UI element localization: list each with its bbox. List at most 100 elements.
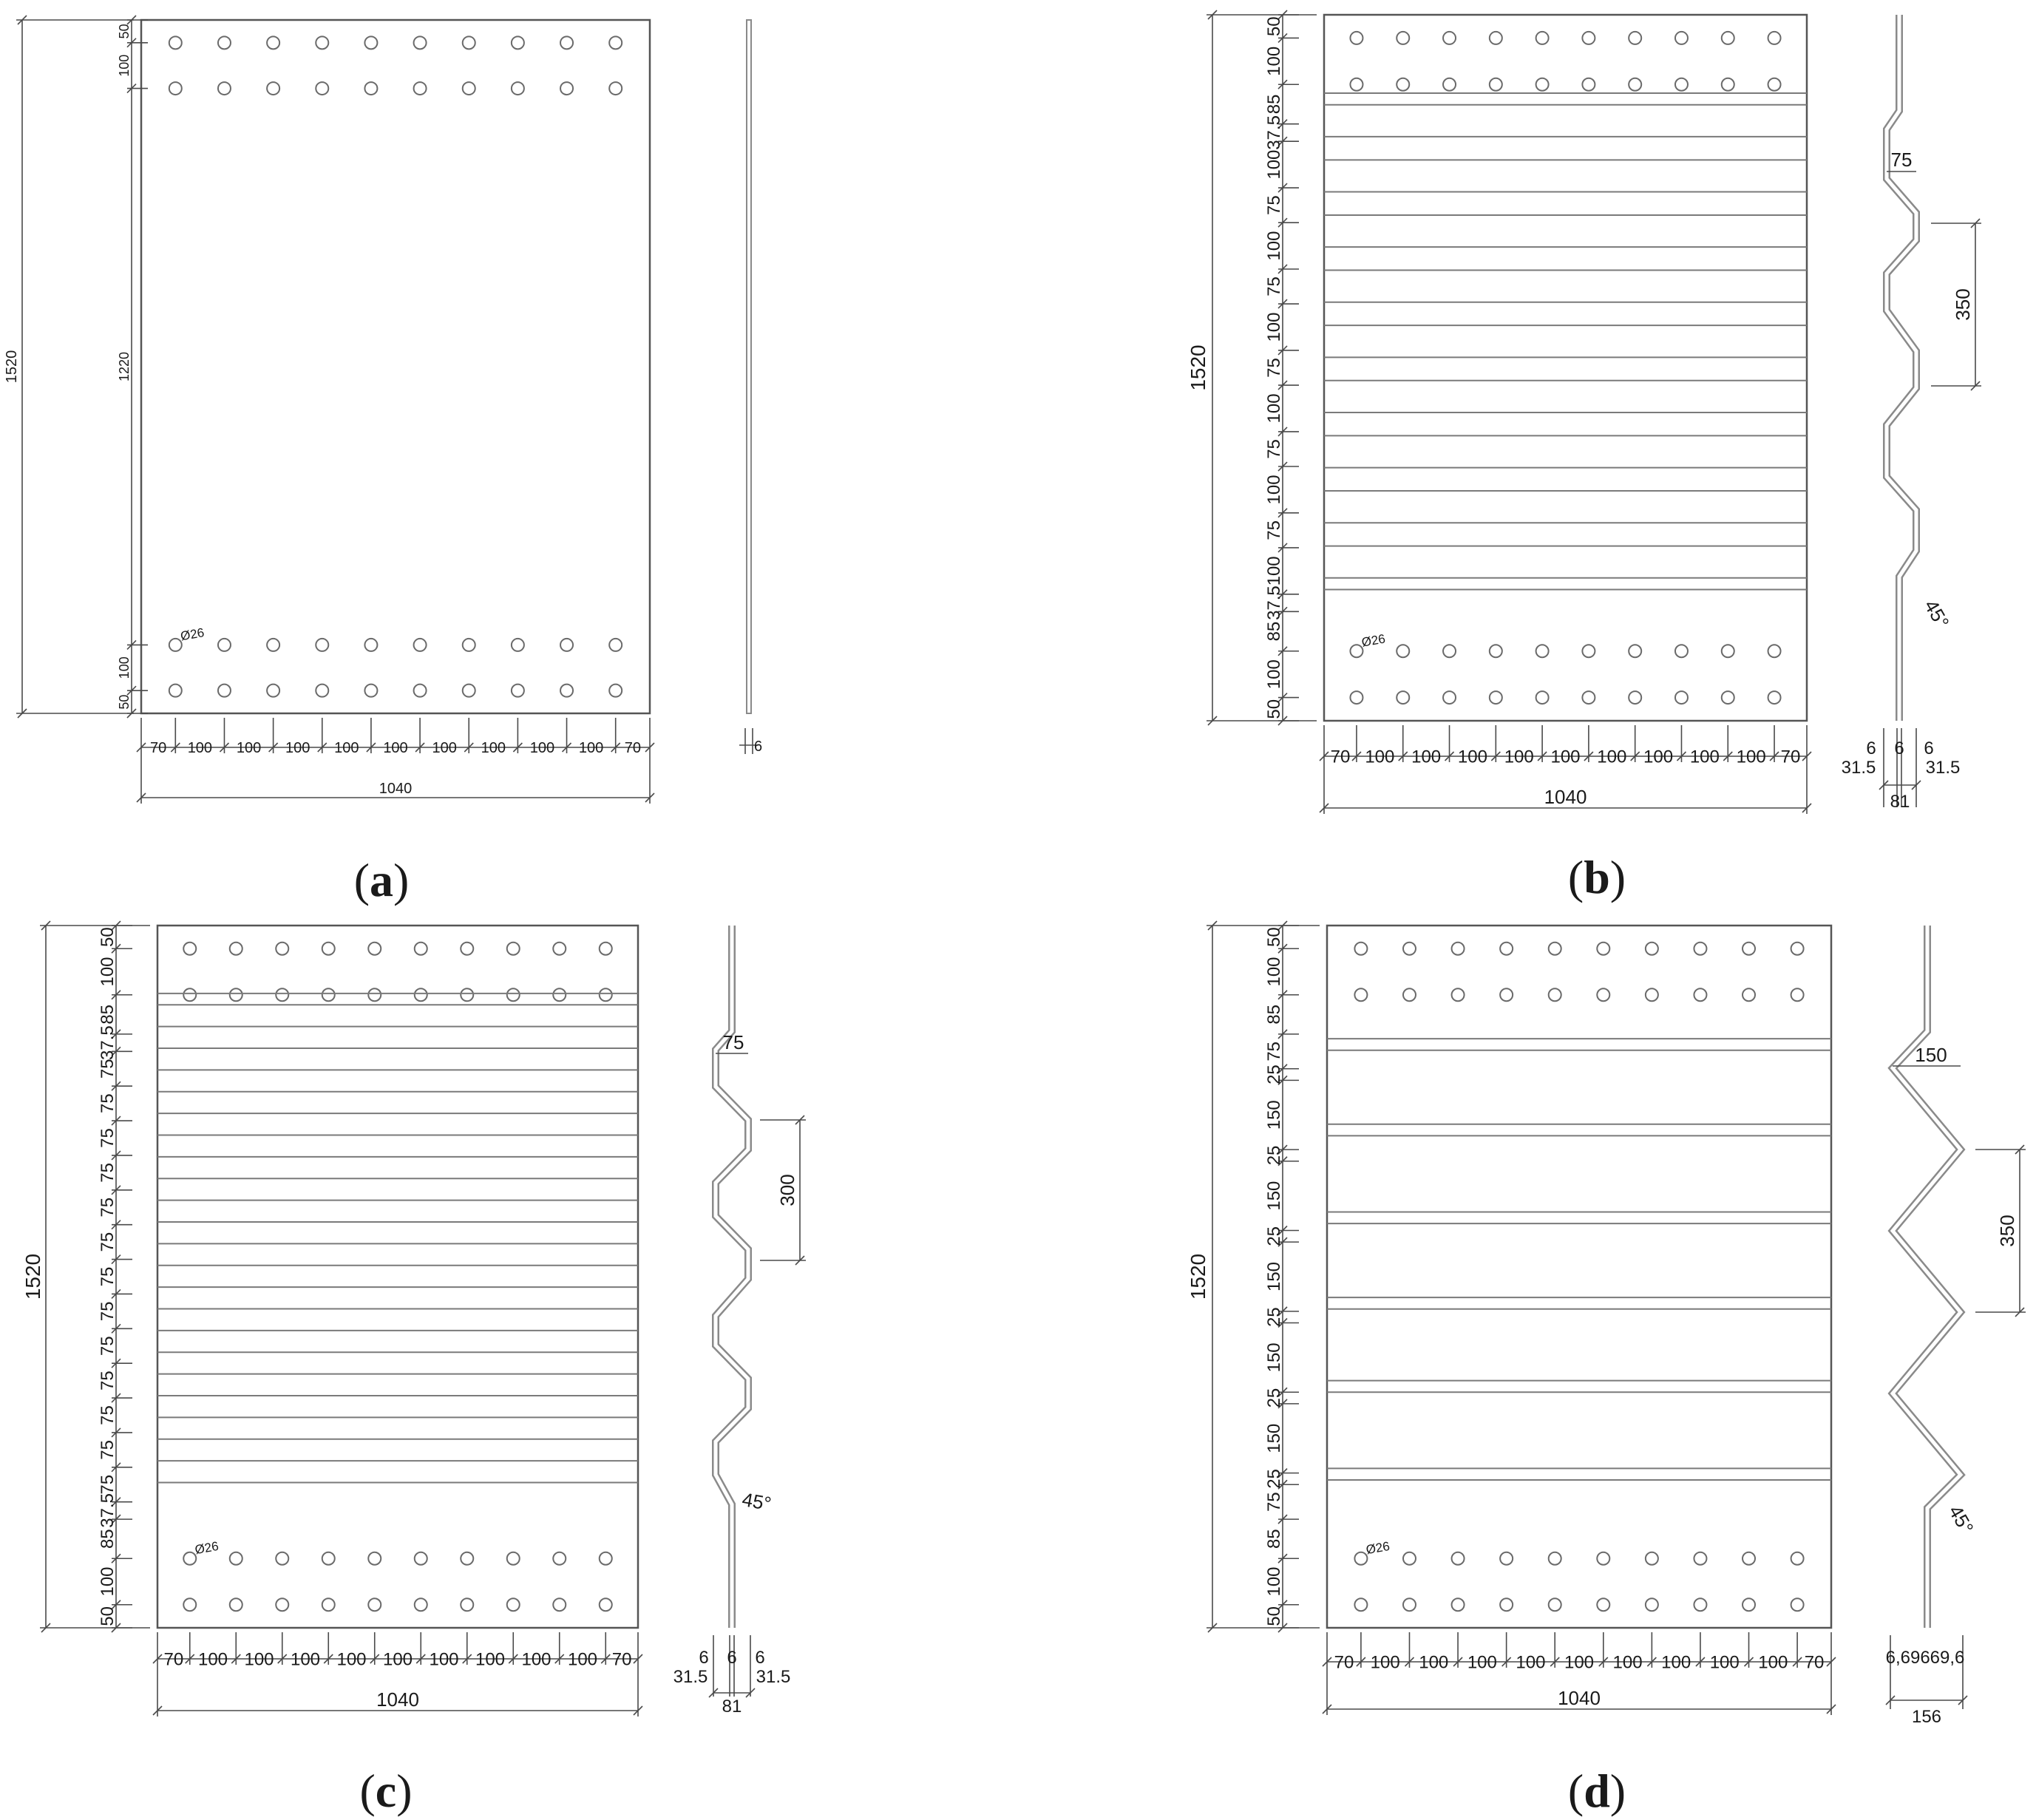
dimension-tick [1351, 751, 1362, 761]
bolt-hole [1488, 77, 1503, 92]
chain-dimension-label: 75 [98, 1336, 118, 1356]
bottom-dimension-label: 100 [1458, 747, 1487, 767]
chain-dimension-label: 100 [1264, 1566, 1284, 1596]
bolt-hole [228, 988, 243, 1002]
chain-dimension-label: 75 [1264, 358, 1284, 378]
dimension-tick [1277, 1600, 1288, 1610]
bolt-hole [1488, 644, 1503, 659]
bolt-hole [168, 35, 183, 50]
dimension-tick [1826, 1704, 1836, 1714]
dimension-tick [1958, 1695, 1968, 1705]
bottom-dimension-label: 70 [1334, 1652, 1354, 1672]
dimension-tick [1277, 10, 1288, 20]
bolt-hole [461, 35, 476, 50]
bolt-hole [364, 35, 379, 50]
bolt-hole [598, 941, 613, 956]
dimension-tick [1207, 920, 1218, 931]
profile-dimension-label: 6 [1866, 738, 1876, 758]
dimension-tick [111, 1220, 121, 1230]
bottom-dimension-label: 100 [244, 1649, 274, 1669]
bolt-hole [1767, 644, 1782, 659]
dimension-tick [1723, 751, 1733, 761]
chain-dimension-label: 75 [98, 1232, 118, 1252]
dimension-tick [1277, 1623, 1288, 1633]
dimension-tick [1277, 1064, 1288, 1074]
bolt-hole [460, 988, 475, 1002]
dimension-tick [1277, 589, 1288, 600]
bolt-hole [1742, 1597, 1757, 1612]
dimension-tick [2015, 1307, 2025, 1317]
bottom-dimension-label: 100 [1371, 1652, 1400, 1672]
dimension-tick [1404, 1657, 1415, 1667]
height-dimension-label: 1520 [1187, 344, 1209, 390]
bottom-dimension-label: 100 [1690, 747, 1720, 767]
dimension-tick [1277, 1156, 1288, 1167]
bolt-hole [1349, 690, 1364, 705]
bolt-hole [1535, 644, 1550, 659]
chain-dimension-label: 25 [1264, 1388, 1284, 1408]
bolt-hole [1402, 1551, 1416, 1566]
dimension-tick [1319, 803, 1329, 813]
bolt-hole [506, 1551, 520, 1566]
bolt-hole [560, 637, 574, 652]
dimension-tick [152, 1654, 163, 1664]
chain-dimension-label: 75 [98, 1405, 118, 1425]
dimension-tick [111, 990, 121, 1000]
dimension-tick [1537, 751, 1547, 761]
bolt-hole [413, 941, 428, 956]
bottom-dimension-label: 100 [432, 740, 456, 756]
bolt-hole [413, 637, 427, 652]
plate-outline [156, 924, 639, 1629]
chain-dimension-label: 75 [1264, 520, 1284, 540]
profile-dimension-label: 6,69669,6 [1886, 1648, 1965, 1668]
bottom-dimension-label: 100 [568, 1649, 597, 1669]
bottom-dimension-label: 100 [579, 740, 603, 756]
dimension-tick [1277, 183, 1288, 193]
bolt-hole [1628, 690, 1643, 705]
bolt-hole [1349, 30, 1364, 45]
dimension-tick [1277, 264, 1288, 274]
bolt-hole [364, 637, 379, 652]
chain-dimension-label: 100 [1264, 150, 1284, 180]
chain-dimension-label: 1220 [117, 352, 132, 381]
dimension-tick [17, 15, 27, 25]
dimension-tick [1277, 299, 1288, 309]
height-dimension-label: 1520 [21, 1254, 44, 1300]
dimension-tick [41, 920, 51, 931]
bolt-hole [228, 941, 243, 956]
dimension-tick [111, 1150, 121, 1161]
bolt-hole [1442, 690, 1457, 705]
profile-dimension-label: 31.5 [1926, 758, 1961, 778]
chain-dimension-label: 50 [1264, 927, 1284, 947]
bolt-hole [367, 1597, 382, 1612]
chain-dimension-label: 50 [117, 24, 132, 38]
bolt-hole [1581, 690, 1596, 705]
bolt-hole [168, 81, 183, 96]
dimension-tick [1277, 1237, 1288, 1247]
bolt-hole [1547, 1597, 1562, 1612]
bolt-hole [1596, 1597, 1611, 1612]
bolt-hole [275, 1551, 290, 1566]
bolt-hole [217, 637, 231, 652]
bolt-hole [217, 81, 231, 96]
bolt-hole [506, 941, 520, 956]
dimension-tick [111, 1462, 121, 1473]
bolt-hole [315, 637, 330, 652]
bolt-hole [1693, 941, 1708, 956]
bolt-hole [1767, 77, 1782, 92]
dimension-tick [17, 708, 27, 719]
dimension-tick [1911, 780, 1921, 790]
dimension-tick [126, 685, 137, 696]
bolt-hole [1488, 690, 1503, 705]
bolt-hole [1396, 690, 1411, 705]
bolt-hole [364, 683, 379, 698]
bolt-hole [1767, 690, 1782, 705]
bottom-dimension-label: 100 [334, 740, 359, 756]
bolt-hole [598, 988, 613, 1002]
dimension-tick [1277, 1479, 1288, 1490]
dimension-tick [126, 38, 137, 48]
chain-dimension-label: 37.5 [1264, 115, 1284, 150]
chain-dimension-label: 85 [1264, 95, 1284, 115]
dimension-tick [1970, 218, 1981, 228]
bottom-dimension-label: 100 [1710, 1652, 1740, 1672]
